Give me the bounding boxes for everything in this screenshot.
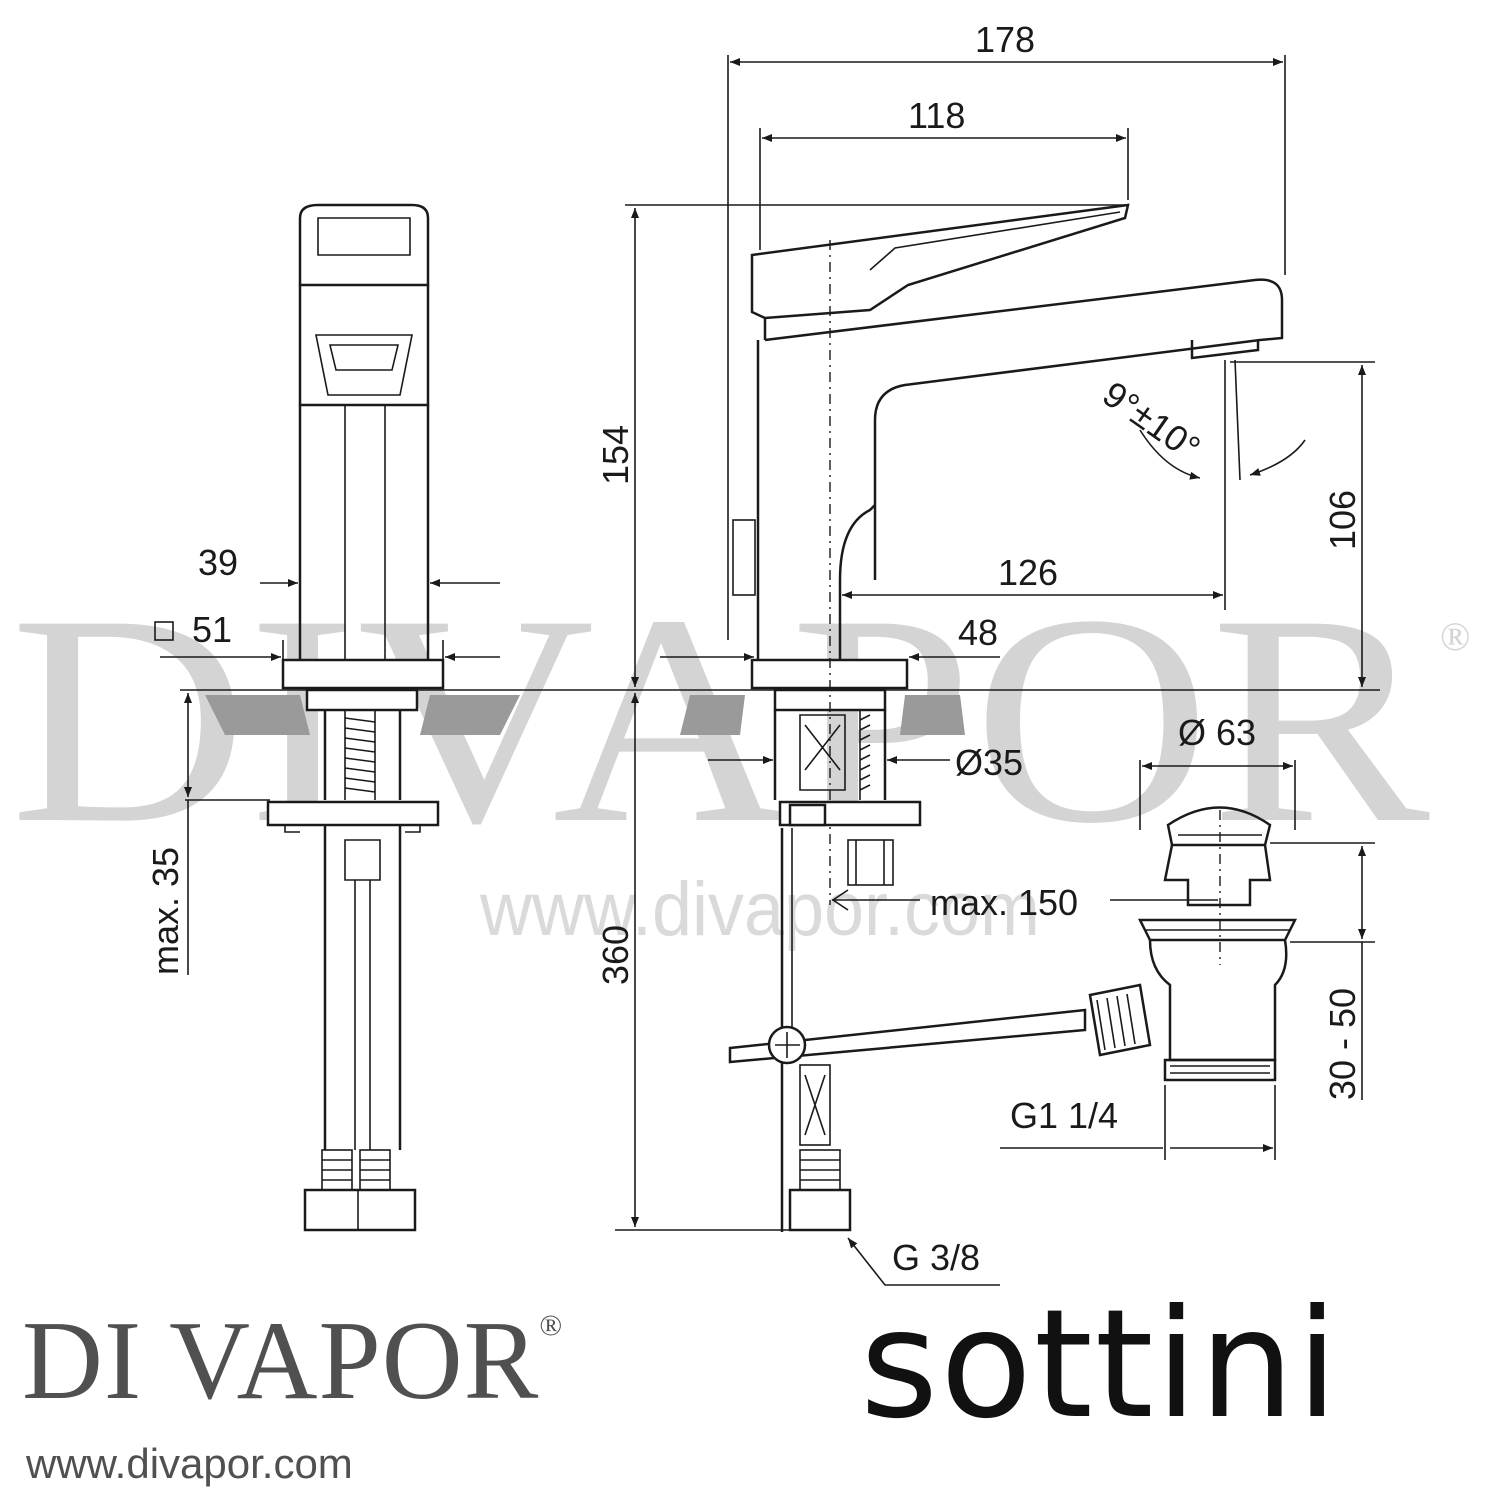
dim-63-diameter: Ø 63 [1178, 712, 1256, 753]
square-outline-icon [154, 621, 174, 641]
dim-48: 48 [958, 612, 998, 653]
sottini-logo: sottini [860, 1278, 1340, 1452]
countertop [180, 689, 1380, 735]
divapor-logo: DI VAPOR® [22, 1305, 563, 1417]
dim-35-diameter: Ø35 [955, 742, 1023, 783]
dim-178: 178 [975, 19, 1035, 60]
dim-126: 126 [998, 552, 1058, 593]
front-view [266, 203, 445, 1232]
divapor-logo-text: DI VAPOR [22, 1299, 540, 1423]
dimension-lines [160, 55, 1375, 1286]
dim-118: 118 [908, 95, 965, 136]
dim-106: 106 [1322, 490, 1363, 550]
waste-assembly [1088, 806, 1298, 1082]
dim-39: 39 [198, 542, 238, 583]
side-view [728, 203, 1284, 1232]
dim-max-150: max. 150 [930, 882, 1078, 923]
dim-51: 51 [192, 609, 232, 650]
dim-g1-1-4: G1 1/4 [1010, 1095, 1118, 1136]
dim-g-3-8: G 3/8 [892, 1237, 980, 1278]
watermark-registered: ® [1440, 614, 1470, 659]
dim-154: 154 [595, 425, 636, 485]
dimension-labels: 178 118 154 106 126 48 39 51 9°±10° Ø35 … [145, 19, 1363, 1278]
dim-30-50: 30 - 50 [1322, 988, 1363, 1100]
watermark-url: www.divapor.com [479, 867, 1040, 952]
dim-angle: 9°±10° [1095, 373, 1207, 469]
dim-max-35: max. 35 [145, 847, 186, 975]
divapor-registered-mark: ® [539, 1309, 564, 1342]
divapor-url: www.divapor.com [26, 1440, 353, 1487]
dim-360: 360 [595, 925, 636, 985]
